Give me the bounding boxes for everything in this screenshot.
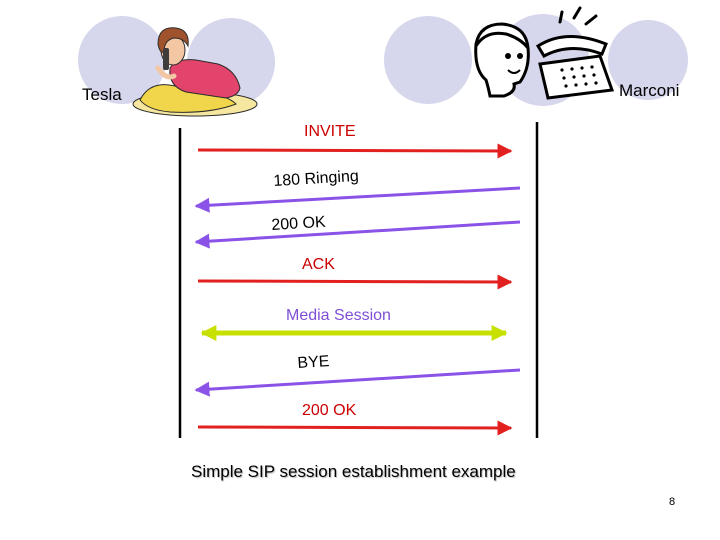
background-circle-mid-right bbox=[384, 16, 472, 104]
page-number: 8 bbox=[669, 496, 676, 508]
tesla-label: Tesla bbox=[82, 85, 122, 104]
media-session-label: Media Session bbox=[286, 307, 391, 324]
ok-final-label: 200 OK bbox=[302, 402, 357, 419]
ack-arrow bbox=[197, 274, 513, 290]
ok-response-label: 200 OK bbox=[270, 213, 327, 234]
background-circle-left bbox=[78, 16, 166, 104]
background-circle-far-right bbox=[608, 20, 688, 100]
bye-label: BYE bbox=[296, 353, 330, 372]
invite-label: INVITE bbox=[304, 123, 356, 140]
bye-arrow bbox=[194, 368, 521, 397]
invite-arrow bbox=[197, 143, 513, 159]
ok-response-arrow bbox=[194, 220, 521, 249]
marconi-label: Marconi bbox=[619, 81, 680, 100]
ack-label: ACK bbox=[302, 256, 335, 273]
woman-on-phone-icon bbox=[132, 27, 258, 117]
diagram-caption: Simple SIP session establishment example bbox=[191, 462, 516, 481]
ok-final-arrow bbox=[197, 420, 513, 436]
ringing-arrow bbox=[194, 186, 521, 213]
person-with-telephone-icon bbox=[474, 6, 615, 100]
